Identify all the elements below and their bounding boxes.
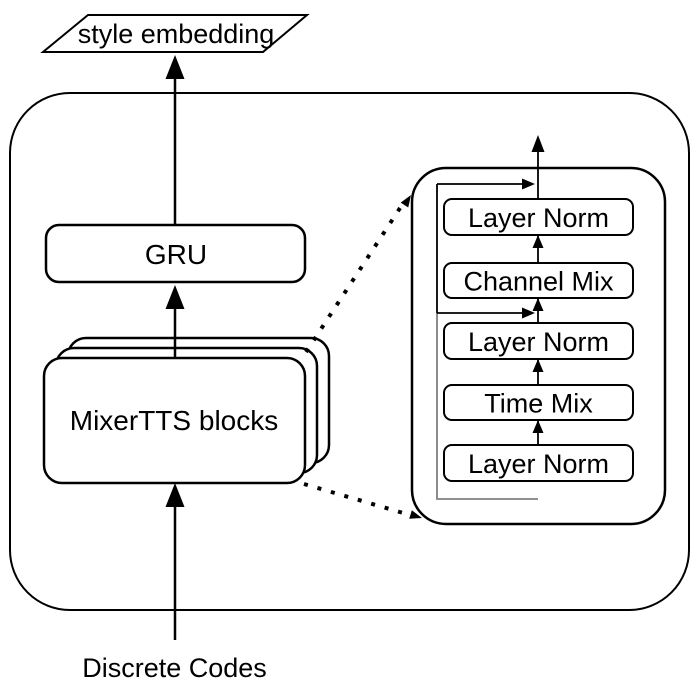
layer-norm-box-1 [443, 198, 634, 236]
discrete-codes-input-arrow [165, 483, 185, 640]
layer-norm-label-3: Layer Norm [468, 449, 609, 479]
zoom-indicator-top-arrow-head [400, 195, 411, 208]
detail-layers: Layer Norm Channel Mix Layer Norm Time M… [443, 198, 634, 482]
zoom-indicator-line-top [304, 203, 404, 354]
arrow-head-channelmix-to-ln1 [532, 235, 544, 248]
mixer-to-gru-arrow [165, 285, 185, 358]
arrow-head-ln3-to-timemix [532, 420, 544, 433]
style-embedding-node: style embedding [40, 14, 310, 53]
input-arrow-head [165, 483, 185, 507]
detail-output-arrow-head [531, 135, 545, 152]
time-mix-label: Time Mix [484, 389, 593, 419]
gru-box [44, 223, 307, 284]
mixer-to-gru-head [165, 285, 185, 309]
gru-label: GRU [145, 239, 207, 270]
gru-to-style-embedding-arrow [165, 55, 185, 228]
layer-norm-label-1: Layer Norm [468, 203, 609, 233]
style-embedding-parallelogram [40, 14, 310, 53]
mixer-blocks-stack: MixerTTS blocks [42, 336, 331, 485]
time-mix-box [443, 384, 634, 421]
residual-skip-arrow-top [522, 178, 535, 190]
output-arrow-head [165, 55, 185, 79]
mixer-blocks-label: MixerTTS blocks [70, 405, 278, 436]
zoom-indicator-lines [303, 195, 422, 519]
style-embedding-label: style embedding [78, 19, 275, 49]
discrete-codes-label: Discrete Codes [82, 653, 267, 683]
residual-connections [436, 178, 538, 500]
zoom-indicator-bottom-arrow-head [409, 510, 422, 519]
layer-norm-box-2 [443, 322, 634, 360]
residual-skip-arrow-middle [522, 307, 535, 319]
residual-vertical-lower [436, 313, 538, 500]
channel-mix-label: Channel Mix [463, 267, 614, 297]
gru-node: GRU [44, 223, 307, 284]
channel-mix-box [443, 262, 634, 299]
mixer-block-detail: Layer Norm Channel Mix Layer Norm Time M… [410, 135, 667, 526]
layer-norm-box-3 [443, 444, 634, 482]
layer-norm-label-2: Layer Norm [468, 327, 609, 357]
detail-flow-arrow-heads [531, 135, 545, 433]
arrow-head-timemix-to-ln2 [532, 359, 544, 372]
arrow-head-ln2-to-channelmix [532, 298, 544, 311]
